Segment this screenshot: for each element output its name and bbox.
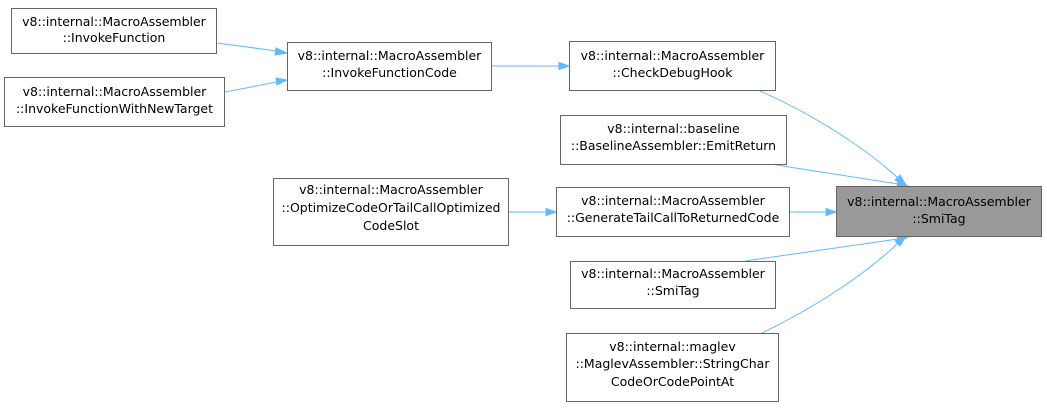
nodes: v8::internal::MacroAssembler ::InvokeFun…: [4, 8, 1042, 402]
edge-emit-return-to-smitag: [769, 163, 910, 189]
node-check-debug-hook[interactable]: v8::internal::MacroAssembler ::CheckDebu…: [569, 41, 776, 91]
node-label-line: v8::internal::MacroAssembler: [581, 193, 766, 208]
node-label-line: ::OptimizeCodeOrTailCallOptimized: [282, 200, 501, 215]
node-smitag-target[interactable]: v8::internal::MacroAssembler ::SmiTag: [836, 186, 1042, 237]
node-label-line: v8::internal::maglev: [609, 339, 736, 354]
node-label-line: ::GenerateTailCallToReturnedCode: [567, 210, 780, 225]
node-invoke-function-with-new-target[interactable]: v8::internal::MacroAssembler ::InvokeFun…: [4, 77, 225, 127]
node-label-line: v8::internal::baseline: [607, 121, 740, 136]
node-label-line: v8::internal::MacroAssembler: [299, 182, 484, 197]
node-label-line: ::InvokeFunctionCode: [322, 65, 457, 80]
edge-smitag-other-to-smitag: [744, 234, 910, 262]
node-smitag-other[interactable]: v8::internal::MacroAssembler ::SmiTag: [570, 261, 776, 309]
node-label-line: ::InvokeFunction: [63, 30, 166, 45]
edge-invoke-function-code-to-check-debug-hook: [491, 61, 571, 71]
edge-optimize-code-to-generate-tail-call: [509, 207, 558, 217]
node-label-line: ::InvokeFunctionWithNewTarget: [16, 101, 213, 116]
node-label-line: v8::internal::MacroAssembler: [22, 14, 207, 29]
edge-invoke-function-with-new-target-to-invoke-function-code: [224, 77, 289, 93]
node-label-line: v8::internal::MacroAssembler: [581, 48, 766, 63]
edge-string-char-code-to-smitag: [761, 234, 908, 334]
node-generate-tail-call[interactable]: v8::internal::MacroAssembler ::GenerateT…: [556, 187, 790, 237]
node-label-line: v8::internal::MacroAssembler: [23, 84, 208, 99]
edge-invoke-function-to-invoke-function-code: [216, 42, 289, 56]
node-label-line: ::BaselineAssembler::EmitReturn: [571, 138, 776, 153]
node-label-line: ::CheckDebugHook: [613, 65, 734, 80]
node-label-line: ::SmiTag: [646, 283, 699, 298]
node-label-line: ::MaglevAssembler::StringChar: [575, 356, 770, 371]
node-label-line: CodeSlot: [363, 218, 419, 233]
edges: [216, 42, 910, 334]
node-invoke-function-code[interactable]: v8::internal::MacroAssembler ::InvokeFun…: [287, 42, 492, 91]
node-label-line: v8::internal::MacroAssembler: [298, 48, 483, 63]
node-string-char-code[interactable]: v8::internal::maglev ::MaglevAssembler::…: [566, 333, 779, 402]
node-label-line: CodeOrCodePointAt: [611, 374, 734, 389]
node-label-line: v8::internal::MacroAssembler: [581, 266, 766, 281]
node-invoke-function[interactable]: v8::internal::MacroAssembler ::InvokeFun…: [11, 8, 217, 54]
node-emit-return[interactable]: v8::internal::baseline ::BaselineAssembl…: [560, 115, 787, 165]
node-label-line: v8::internal::MacroAssembler: [847, 194, 1032, 209]
node-label-line: ::SmiTag: [912, 211, 965, 226]
node-optimize-code[interactable]: v8::internal::MacroAssembler ::OptimizeC…: [273, 178, 509, 246]
edge-generate-tail-call-to-smitag: [789, 207, 838, 217]
